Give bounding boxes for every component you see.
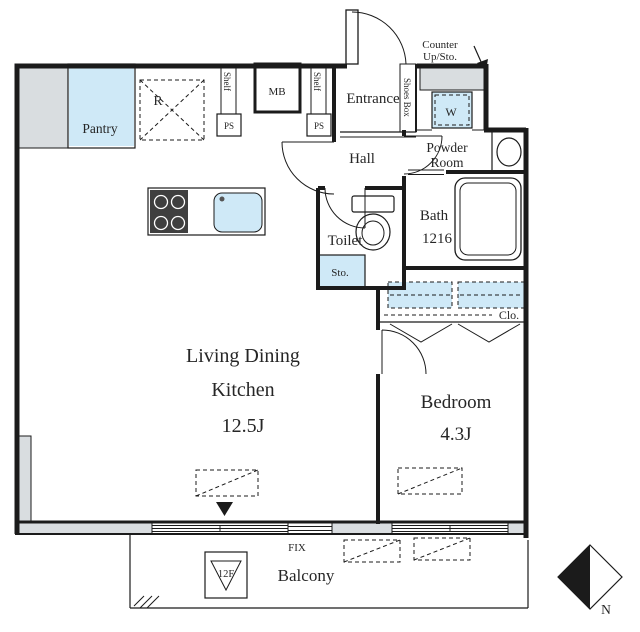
walls <box>14 63 529 538</box>
balcony-equipment-right-diag <box>413 537 471 561</box>
top-utilities: Pantry Shelf PS MB Shelf PS Shoes Box Co… <box>67 39 488 149</box>
closet-label: Clo. <box>499 308 519 322</box>
shoes-box-label: Shoes Box <box>402 78 412 117</box>
kitchen: R <box>139 79 266 236</box>
bottom-wall-segment-mid <box>332 523 392 534</box>
bedroom-furniture <box>397 467 463 495</box>
entrance-hall: Entrance Hall <box>346 91 400 167</box>
ldk-room: Living Dining Kitchen 12.5J <box>186 345 300 516</box>
kitchen-counter <box>147 187 266 236</box>
shelf-left-label: Shelf <box>222 72 232 91</box>
balcony-equipment-left-diag <box>343 539 401 563</box>
balcony-equipment-right <box>413 537 471 561</box>
washer-space <box>431 91 473 129</box>
hall-label: Hall <box>349 151 375 167</box>
windows <box>151 523 509 533</box>
balcony: 12F FIX Balcony <box>129 534 529 609</box>
hatch-triangle <box>210 560 242 592</box>
toilet-label: Toilet <box>328 233 364 249</box>
closet-door-chevrons <box>389 323 521 343</box>
ps-right-label: PS <box>314 121 324 131</box>
entrance-label: Entrance <box>346 91 400 107</box>
powder-label-line2: Room <box>430 155 464 170</box>
entrance-door-swing <box>351 11 407 65</box>
closet: Clo. <box>390 294 522 322</box>
balcony-equipment-left <box>343 539 401 563</box>
bottom-wall-segment-right <box>508 523 528 534</box>
powder-label-line1: Powder <box>426 140 468 155</box>
fridge-space <box>139 79 205 141</box>
fridge-space-diagonals <box>139 79 205 141</box>
pantry-floor <box>69 67 134 146</box>
toilet-tank <box>351 195 395 213</box>
counter-arrow-head <box>477 59 488 71</box>
kitchen-sink <box>213 192 263 233</box>
ldk-furniture-diag <box>195 469 259 497</box>
wall-block-top-left <box>14 63 69 149</box>
pantry-label: Pantry <box>82 121 117 136</box>
balcony-label: Balcony <box>278 566 335 585</box>
ldk-window <box>151 523 289 533</box>
bath-label: Bath <box>420 208 449 224</box>
fridge-label: R <box>153 93 162 108</box>
compass: N <box>557 544 623 617</box>
powder-door <box>403 135 443 175</box>
hatch-floor-label: 12F <box>218 569 235 580</box>
bottom-wall-segment-left <box>15 523 152 534</box>
north-label: N <box>601 602 611 617</box>
bedroom-window <box>391 523 509 533</box>
shoes-box-outline <box>399 63 417 133</box>
washer-dashed-inner <box>434 94 470 126</box>
bath-door <box>408 169 444 175</box>
counter-label-line2: Up/Sto. <box>423 51 457 63</box>
ps-right-box <box>306 113 332 137</box>
compass-needle <box>558 545 590 609</box>
outer-wall <box>14 63 529 538</box>
entrance-door-leaf <box>345 9 359 65</box>
sanitary: W Powder Room Bath 1216 Toilet Sto. <box>328 94 527 279</box>
bedroom-size-label: 4.3J <box>440 424 471 445</box>
pantry-outline <box>67 63 136 149</box>
ldk-size-label: 12.5J <box>222 415 265 437</box>
bedroom-door <box>381 329 427 375</box>
interior-walls <box>316 64 526 524</box>
meter-box <box>253 62 302 114</box>
bedroom-room: Bedroom 4.3J <box>397 392 492 495</box>
bath-size-label: 1216 <box>422 231 453 247</box>
counter-arrow-line <box>473 45 483 65</box>
storage-floor <box>317 254 366 289</box>
washbasin-counter <box>491 130 527 172</box>
toilet-door <box>324 187 366 229</box>
fix-window <box>288 523 333 533</box>
bedroom-furniture-diag <box>397 467 463 495</box>
counter-label-line1: Counter <box>422 39 458 51</box>
hatch-box <box>204 551 248 599</box>
shelf-right-label: Shelf <box>312 72 322 91</box>
bedroom-label: Bedroom <box>421 392 492 413</box>
stove-burners <box>153 194 186 231</box>
ldk-furniture <box>195 469 259 497</box>
washbasin-bowl <box>496 137 522 167</box>
window-marker-triangle <box>216 502 233 516</box>
ps-left-box <box>216 113 242 137</box>
fix-label: FIX <box>288 542 306 554</box>
bathtub-outer <box>454 177 522 261</box>
washer-label: W <box>445 105 457 119</box>
ldk-label-line1: Living Dining <box>186 345 300 367</box>
sink-faucet <box>219 196 225 202</box>
balcony-railing <box>129 534 529 609</box>
toilet-bowl <box>355 213 391 251</box>
meter-box-label: MB <box>268 86 285 98</box>
toilet-bowl-inner <box>361 220 385 246</box>
ldk-door <box>281 141 335 195</box>
ldk-label-line2: Kitchen <box>211 379 274 401</box>
storage-label: Sto. <box>331 267 349 279</box>
evacuation-hatch: 12F <box>204 551 248 599</box>
balcony-corner-hatch <box>133 595 160 609</box>
bathtub-inner <box>459 182 517 256</box>
ps-left-label: PS <box>224 121 234 131</box>
